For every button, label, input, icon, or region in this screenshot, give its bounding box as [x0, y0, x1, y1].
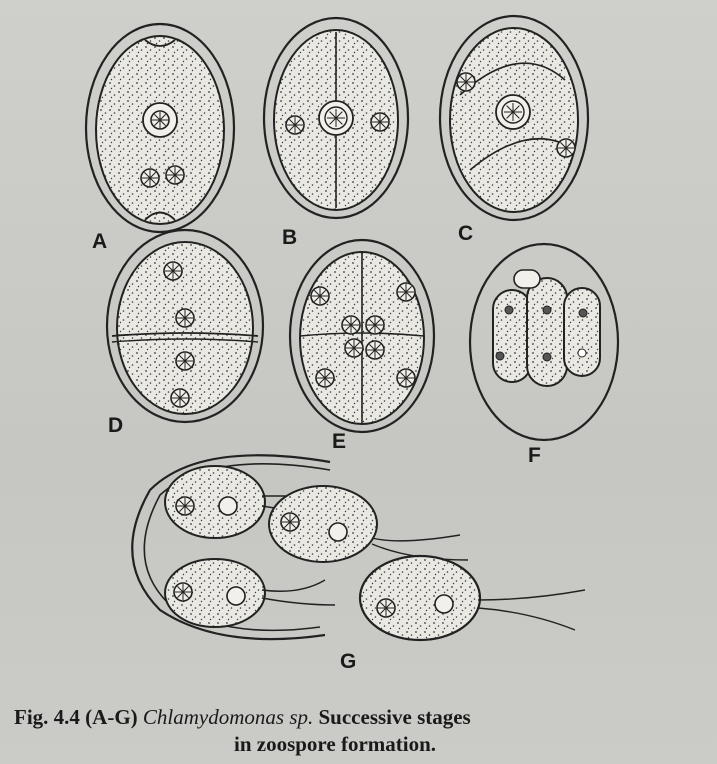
label-g: G	[340, 650, 356, 674]
cell-g	[132, 455, 585, 640]
caption-genus: Chlamydomonas sp.	[143, 705, 313, 729]
zoospore-figure	[0, 0, 717, 700]
caption-prefix: Fig. 4.4 (A-G)	[14, 705, 138, 729]
figure-caption: Fig. 4.4 (A-G) Chlamydomonas sp. Success…	[14, 704, 714, 758]
label-b: B	[282, 226, 297, 250]
cell-e	[290, 240, 434, 432]
label-c: C	[458, 222, 473, 246]
caption-line2: in zoospore formation.	[14, 731, 714, 758]
label-d: D	[108, 414, 123, 438]
label-a: A	[92, 230, 107, 254]
cell-b	[264, 18, 408, 218]
caption-line1: Successive stages	[319, 705, 471, 729]
cell-a	[86, 24, 234, 232]
cell-f	[470, 244, 618, 440]
label-f: F	[528, 444, 541, 468]
label-e: E	[332, 430, 346, 454]
cell-d	[107, 230, 263, 422]
cell-c	[440, 16, 588, 220]
